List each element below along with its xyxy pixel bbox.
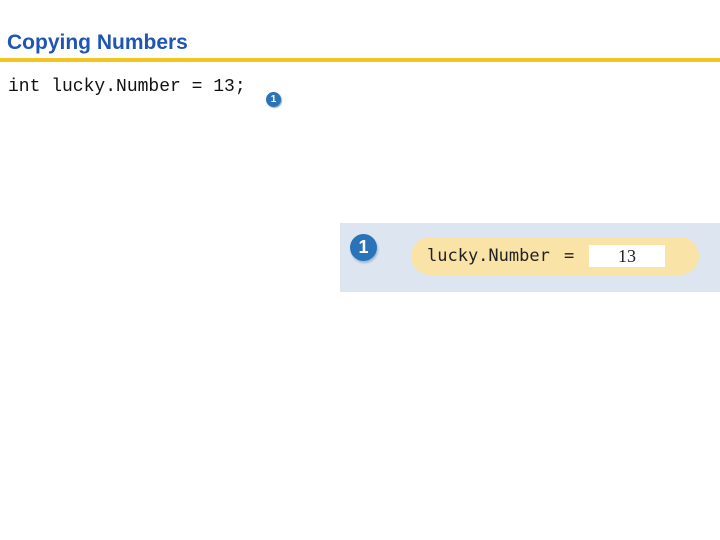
equals-sign: = [564,246,575,266]
variable-name: lucky.Number [427,246,550,266]
slide-title: Copying Numbers [7,31,188,54]
title-underline [0,58,720,62]
step-marker-large: 1 [350,234,377,261]
memory-diagram-panel: 1 lucky.Number = 13 [340,223,720,292]
variable-cell: lucky.Number = 13 [411,237,699,275]
code-statement: int lucky.Number = 13; [8,77,246,97]
variable-value-box: 13 [589,245,665,267]
step-marker-small: 1 [266,92,281,107]
